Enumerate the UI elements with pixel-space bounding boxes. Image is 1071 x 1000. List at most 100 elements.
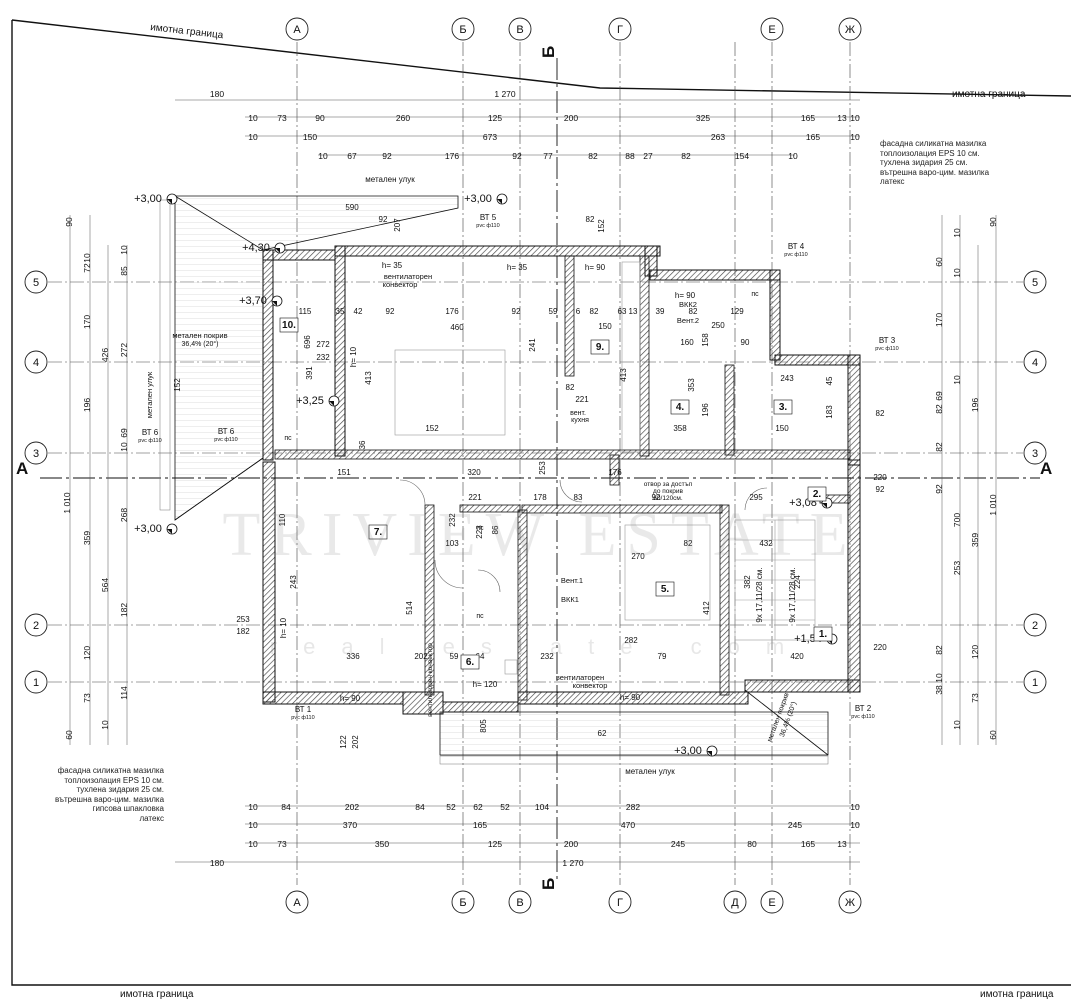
dimension-text: 60 [988, 730, 998, 740]
dimension-text: 1 270 [562, 858, 584, 868]
dimension-text: 202 [414, 652, 428, 661]
downpipe-spec: рvc ф110 [476, 223, 499, 229]
grid-bubble-bottom [451, 890, 475, 914]
dimension-text: 320 [467, 468, 481, 477]
level-marker-icon [329, 401, 334, 406]
plan-label: вент. [570, 410, 586, 417]
dimension-text: 176 [445, 307, 459, 316]
dimension-text: 272 [316, 340, 330, 349]
property-boundary [11, 19, 1071, 986]
downpipe-spec: рvc ф110 [138, 438, 161, 444]
plan-label: отвор за достъп [644, 481, 693, 488]
grid-bubble-top [760, 17, 784, 41]
dimension-text: 420 [790, 652, 804, 661]
dimension-text: 92 [652, 493, 661, 502]
dimension-text: 182 [119, 603, 129, 617]
room-number-box [590, 339, 610, 355]
dimension-text: 245 [671, 839, 685, 849]
grid-bubble-right [1023, 613, 1047, 637]
downpipe-spec: рvc ф110 [291, 715, 314, 721]
dimension-text: 52 [446, 802, 456, 812]
dimension-text: 253 [952, 561, 962, 575]
dimension-text: 152 [173, 378, 182, 392]
room-number-box [773, 399, 793, 415]
room-number-box [670, 399, 690, 415]
dimension-text: 250 [711, 321, 725, 330]
plan-label: вентилаторен [556, 673, 604, 682]
dimension-text: 696 [303, 335, 312, 349]
dimension-text: 13 [837, 113, 847, 123]
level-marker-icon [167, 529, 172, 534]
dimension-text: 700 [952, 513, 962, 527]
dimension-text: 232 [540, 652, 554, 661]
downpipe-spec: рvc ф110 [214, 437, 237, 443]
dimension-text: 180 [210, 89, 224, 99]
dimension-text: 10 [119, 442, 129, 452]
dimension-text: 10 [100, 720, 110, 730]
dimension-text: 85 [119, 266, 129, 276]
plan-label: метален улук [365, 175, 415, 184]
room-number: 1. [819, 629, 828, 640]
section-mark-left: А [16, 459, 28, 478]
dimension-text: 92 [876, 485, 885, 494]
grid-bubble-bottom [838, 890, 862, 914]
dimension-text: 92 [386, 307, 395, 316]
dimension-text: 13 [837, 839, 847, 849]
grid-bubble-right [1023, 670, 1047, 694]
dimension-text: 36 [358, 440, 367, 449]
dimension-text: 45 [825, 376, 834, 385]
grid-bubble-left [24, 670, 48, 694]
plan-label: Вент.1 [561, 576, 583, 585]
grid-bubble-left [24, 613, 48, 637]
dimension-text: 125 [488, 113, 502, 123]
exterior-walls [262, 245, 861, 715]
dimension-text: 241 [528, 338, 537, 352]
dimension-text: 10 [318, 151, 328, 161]
grid-label-left: 5 [33, 277, 39, 289]
dimension-text: 514 [405, 601, 414, 615]
dimension-text: 82 [934, 645, 944, 655]
dimension-text: 10 [952, 720, 962, 730]
dimension-text: 92 [512, 307, 521, 316]
dimension-text: 170 [82, 315, 92, 329]
plan-label: метален улук [625, 767, 675, 776]
dimension-text: 232 [448, 513, 457, 527]
dimension-text: 10 [850, 113, 860, 123]
dimension-text: 83 [574, 493, 583, 502]
dimension-text: 432 [759, 539, 773, 548]
grid-label-top: Е [768, 24, 775, 36]
dimension-text: 152 [425, 424, 439, 433]
room-number: 3. [779, 402, 788, 413]
dimension-text: 120 [82, 646, 92, 660]
grid-bubble-right [1023, 441, 1047, 465]
plan-label: до покрив [653, 488, 683, 495]
downpipe-spec: рvc ф110 [851, 714, 874, 720]
dimension-text: 73 [970, 693, 980, 703]
dimension-text: 282 [626, 802, 640, 812]
grid-label-left: 4 [33, 357, 39, 369]
plan-label: ВКК1 [561, 595, 579, 604]
note-line: фасадна силикатна мазилка [57, 766, 165, 775]
grid-bubble-top [508, 17, 532, 41]
downpipe-label: ВТ 6 [218, 427, 235, 436]
dimension-text: 350 [375, 839, 389, 849]
dimension-text: 120 [970, 645, 980, 659]
roof-upper-left [159, 195, 459, 521]
grid-label-top: Б [459, 24, 466, 36]
dimension-text: 77 [543, 151, 553, 161]
downpipe-label: ВТ 4 [788, 242, 805, 251]
dimension-text: 154 [735, 151, 749, 161]
note-line: гипсова шпакловка [92, 804, 165, 813]
plan-label: вентилаторен [384, 272, 432, 281]
dimension-text: 69 [119, 428, 129, 438]
dimension-text: 413 [364, 371, 373, 385]
dimension-text: 82 [876, 409, 885, 418]
dimension-text: 59 [450, 652, 459, 661]
dimension-text: 10 [952, 268, 962, 278]
interior-walls [274, 255, 851, 701]
room-number-box [655, 581, 675, 597]
dimension-text: 10 [248, 132, 258, 142]
height-label: h= 90 [340, 694, 361, 703]
height-label: h= 120 [473, 680, 498, 689]
